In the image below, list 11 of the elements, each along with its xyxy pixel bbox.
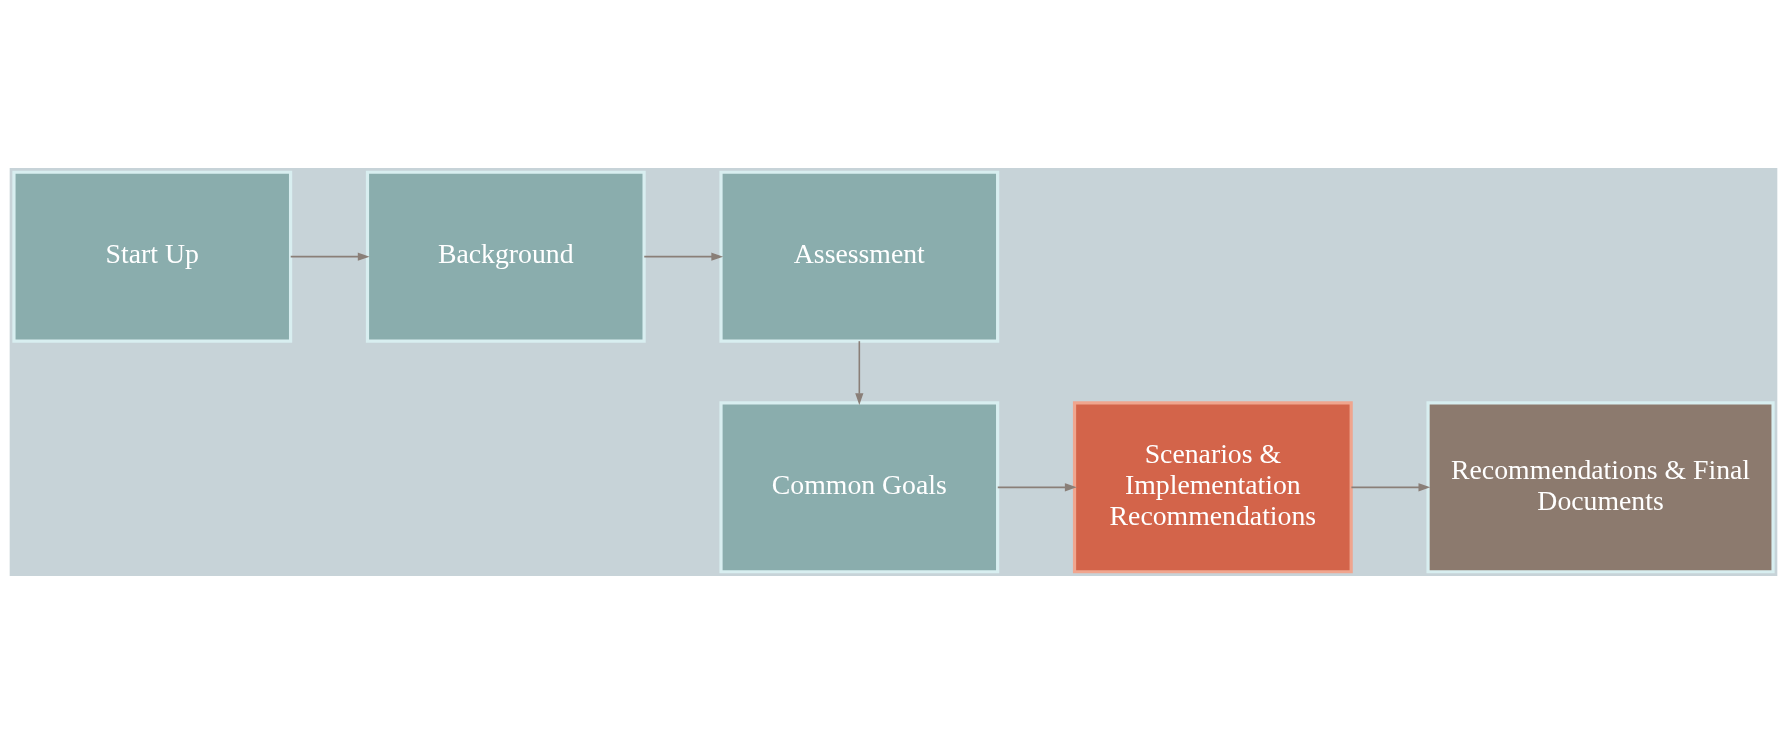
arrow xyxy=(855,340,864,406)
node-box: Background xyxy=(365,170,646,343)
arrow xyxy=(996,483,1077,492)
node-box: Start Up xyxy=(12,170,293,343)
node-box: Assessment xyxy=(719,170,1000,343)
arrow xyxy=(1350,483,1431,492)
node-box: Recommendations & Final Documents xyxy=(1426,401,1775,574)
node-box: Common Goals xyxy=(719,401,1000,574)
arrow xyxy=(643,252,724,261)
arrow xyxy=(289,252,370,261)
node-box: Scenarios & Implementation Recommendations xyxy=(1072,401,1353,574)
